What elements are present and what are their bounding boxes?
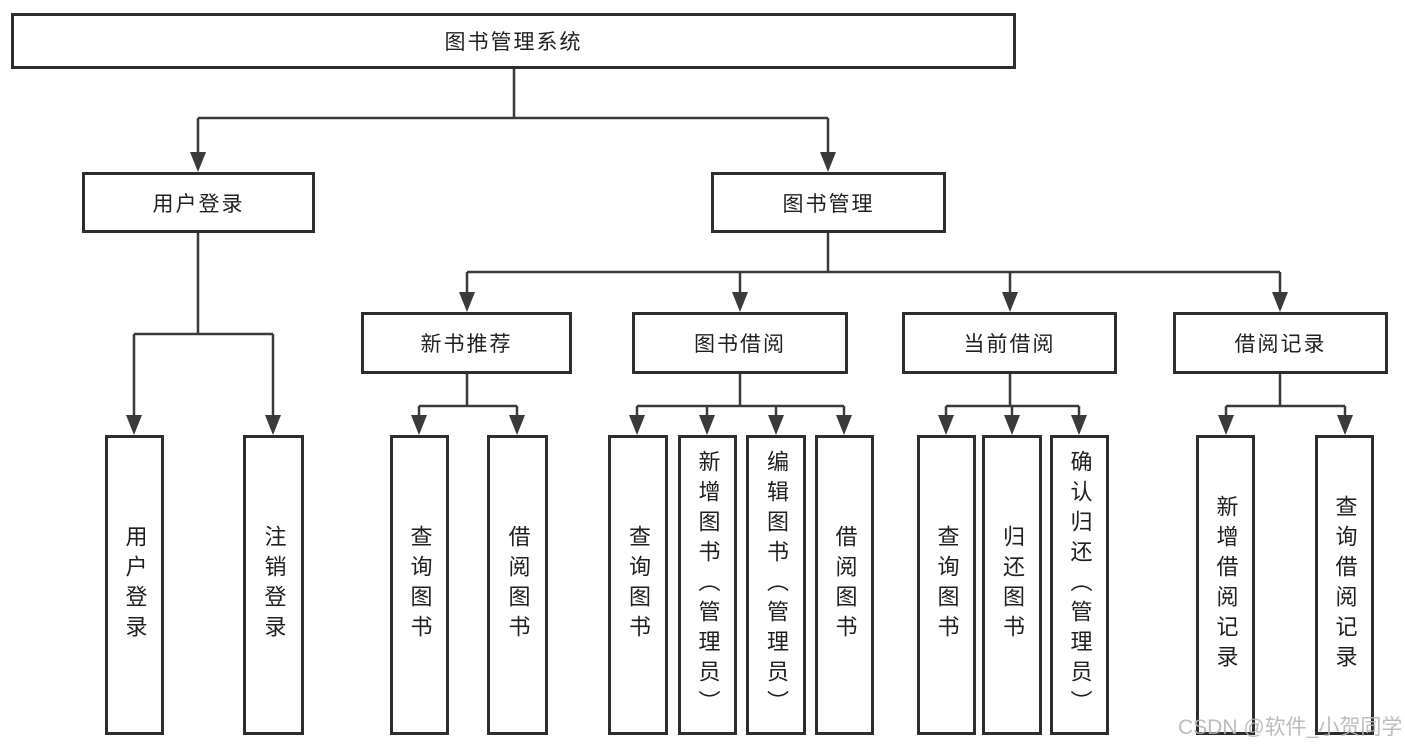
node-label: 新书推荐 (420, 333, 513, 356)
leaf-borrow-books-recommend: 借阅图书 (487, 435, 548, 735)
arrowhead-icon (459, 292, 475, 312)
arrowhead-icon (265, 415, 281, 435)
edge-user-login-to-leaves (132, 233, 275, 420)
leaf-confirm-return-admin: 确认归还（管理员） (1050, 435, 1109, 735)
arrowhead-icon (1002, 292, 1018, 312)
arrowhead-icon (126, 415, 142, 435)
node-label: 图书借阅 (694, 333, 786, 356)
edge-book-borrow-to-leaves (635, 374, 846, 421)
arrowhead-icon (1004, 415, 1020, 435)
leaf-query-books-borrow: 查询图书 (608, 435, 668, 735)
arrowhead-icon (820, 152, 836, 172)
leaf-query-books-recommend: 查询图书 (390, 435, 449, 735)
node-label: 借阅图书 (832, 525, 858, 645)
node-label: 查询图书 (626, 525, 651, 645)
edges (132, 69, 1347, 421)
leaf-edit-books-admin: 编辑图书（管理员） (746, 435, 806, 735)
arrowhead-icon (768, 415, 784, 435)
arrowheads (126, 152, 1353, 435)
node-label: 新增借阅记录 (1213, 495, 1239, 675)
node-label: 当前借阅 (963, 333, 1056, 356)
node-label: 用户登录 (152, 192, 245, 216)
leaf-return-books: 归还图书 (982, 435, 1042, 735)
node-label: 借阅图书 (505, 525, 531, 645)
arrowhead-icon (699, 415, 715, 435)
node-library-management-system: 图书管理系统 (11, 13, 1016, 69)
arrowhead-icon (629, 415, 645, 435)
edge-new-book-to-leaves (417, 374, 519, 421)
leaf-add-books-admin: 新增图书（管理员） (678, 435, 737, 735)
watermark: CSDN @软件_小贺同学 (1178, 716, 1403, 739)
node-borrowing-records: 借阅记录 (1173, 312, 1388, 374)
leaf-user-login: 用户登录 (105, 435, 164, 735)
node-user-login: 用户登录 (82, 172, 315, 233)
arrowhead-icon (1218, 415, 1234, 435)
node-book-borrowing: 图书借阅 (632, 312, 848, 374)
node-label: 注销登录 (261, 525, 287, 645)
arrowhead-icon (1337, 415, 1353, 435)
node-label: 查询图书 (934, 525, 960, 645)
edge-root-to-level2 (196, 69, 830, 158)
arrowhead-icon (836, 415, 852, 435)
leaf-query-borrow-record: 查询借阅记录 (1315, 435, 1374, 735)
arrowhead-icon (190, 152, 206, 172)
node-book-management: 图书管理 (711, 172, 946, 233)
edge-borrow-record-to-leaves (1224, 374, 1347, 421)
node-new-book-recommendation: 新书推荐 (361, 312, 572, 374)
arrowhead-icon (732, 292, 748, 312)
node-label: 确认归还（管理员） (1067, 450, 1093, 720)
node-label: 借阅记录 (1234, 333, 1327, 356)
edge-current-borrow-to-leaves (944, 374, 1081, 421)
arrowhead-icon (938, 415, 954, 435)
node-label: 图书管理 (782, 192, 875, 216)
leaf-borrow-books: 借阅图书 (815, 435, 874, 735)
leaf-add-borrow-record: 新增借阅记录 (1196, 435, 1255, 735)
arrowhead-icon (411, 415, 427, 435)
node-label: 查询图书 (407, 525, 433, 645)
arrowhead-icon (509, 415, 525, 435)
node-label: 编辑图书（管理员） (764, 450, 789, 720)
node-label: 归还图书 (1000, 525, 1025, 645)
edge-book-management-to-level3 (465, 233, 1282, 298)
node-label: 用户登录 (122, 525, 148, 645)
arrowhead-icon (1071, 415, 1087, 435)
node-label: 查询借阅记录 (1332, 495, 1358, 675)
node-current-borrowing: 当前借阅 (902, 312, 1117, 374)
node-label: 新增图书（管理员） (695, 450, 721, 720)
node-label: 图书管理系统 (444, 31, 583, 54)
leaf-query-books-current: 查询图书 (917, 435, 976, 735)
arrowhead-icon (1272, 292, 1288, 312)
leaf-logout: 注销登录 (243, 435, 304, 735)
